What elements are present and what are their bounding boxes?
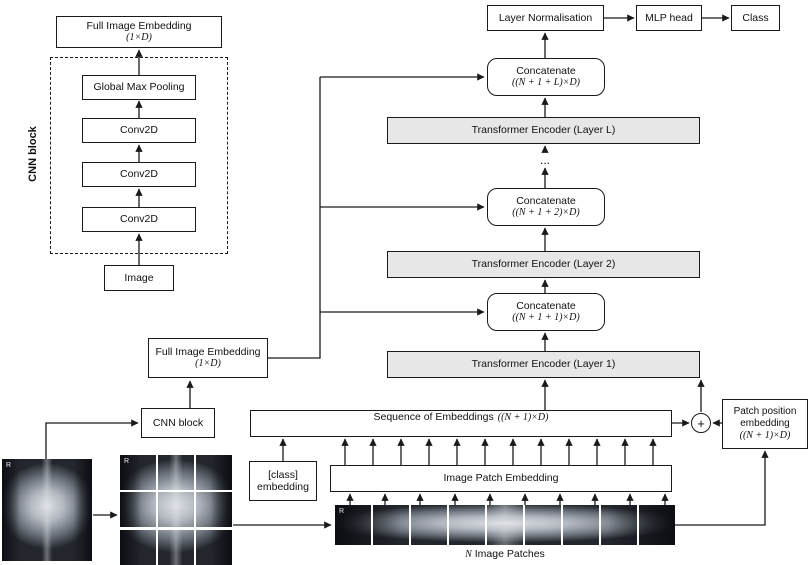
transformer-encoder-layer-l-box: Transformer Encoder (Layer L) [387,117,700,144]
box-title-2: embedding [257,481,309,493]
conv2d-box-2: Conv2D [82,162,196,187]
box-dim: ((N + 1 + 2)×D) [512,207,580,219]
box-title: Concatenate [516,194,576,207]
xray-patch-tile [158,455,194,490]
box-title: Sequence of Embeddings [373,411,494,423]
patch-tile [449,505,485,545]
box-title: Transformer Encoder (Layer 2) [471,258,616,271]
xray-patch-grid: R [120,455,232,565]
box-title: CNN block [152,416,204,429]
xray-patch-tile: R [120,455,156,490]
mlp-head-box: MLP head [636,5,702,31]
cnn-block-dashed-container [50,57,228,254]
box-dim: ((N + 1 + 1)×D) [512,312,580,324]
patch-tile [411,505,447,545]
box-title-2: embedding [740,418,790,430]
cnn-block-rotated-label: CNN block [27,126,39,182]
patch-tile [601,505,637,545]
xray-patch-tile [158,492,194,528]
image-input-box: Image [104,265,174,291]
conv2d-box-3: Conv2D [82,207,196,232]
box-title: Concatenate [516,64,576,77]
xray-r-marker: R [339,508,345,515]
add-position-embedding-node: + [691,413,711,433]
box-title: Image [124,271,154,284]
box-title: Concatenate [516,299,576,312]
box-title: Full Image Embedding [86,19,192,32]
box-dim: (1×D) [195,358,221,370]
n-image-patches-label: N Image Patches [335,548,675,560]
patch-tile [373,505,409,545]
class-output-box: Class [731,5,780,31]
box-dim: ((N + 1)×D) [739,429,791,441]
xray-patch-tile [196,492,232,528]
concatenate-layer-2-box: Concatenate ((N + 1 + 2)×D) [487,188,605,226]
box-dim: ((N + 1 + L)×D) [511,77,581,89]
layer-label: Conv2D [120,124,158,137]
box-title: Full Image Embedding [155,345,261,358]
layer-normalisation-box: Layer Normalisation [487,5,604,31]
patch-tile [487,505,523,545]
patch-tile [525,505,561,545]
box-dim: ((N + 1)×D) [497,412,549,423]
xray-patch-tile [196,455,232,490]
label-math: N [465,549,472,560]
xray-r-marker: R [124,458,130,465]
box-title: Class [742,11,769,24]
chest-xray-image: R [2,459,92,561]
label-text: Image Patches [471,548,545,560]
xray-patch-tile [158,529,194,565]
concatenate-layer-1-box: Concatenate ((N + 1 + 1)×D) [487,293,605,331]
global-max-pooling-box: Global Max Pooling [82,75,196,100]
box-title: MLP head [645,11,693,24]
patch-tile [639,505,675,545]
layer-label: Conv2D [120,213,158,226]
box-title: Transformer Encoder (Layer 1) [471,358,616,371]
full-image-embedding-mid-box: Full Image Embedding (1×D) [148,338,268,378]
xray-patch-tile [120,492,156,528]
image-patch-embedding-box: Image Patch Embedding [330,465,672,492]
transformer-encoder-layer-1-box: Transformer Encoder (Layer 1) [387,351,700,378]
transformer-encoder-layer-2-box: Transformer Encoder (Layer 2) [387,251,700,278]
full-image-embedding-output-box: Full Image Embedding (1×D) [56,16,222,48]
patch-tile [563,505,599,545]
cnn-block-box: CNN block [141,408,215,438]
sequence-of-embeddings-box: Sequence of Embeddings ((N + 1)×D) [250,410,672,437]
layer-label: Global Max Pooling [93,81,185,94]
box-title: Patch position [733,406,797,418]
layer-label: Conv2D [120,168,158,181]
patch-strip: R [335,505,675,545]
box-dim: (1×D) [126,32,152,44]
box-title: Layer Normalisation [498,11,593,24]
wire-group [45,14,769,529]
xray-r-marker: R [6,462,12,469]
patch-position-embedding-box: Patch position embedding ((N + 1)×D) [722,399,808,449]
ellipsis-layers: ... [539,153,550,167]
xray-patch-tile [196,529,232,565]
box-title: [class] [268,468,298,481]
concatenate-layer-l-box: Concatenate ((N + 1 + L)×D) [487,58,605,96]
box-title: Image Patch Embedding [443,472,559,485]
conv2d-box-1: Conv2D [82,118,196,143]
xray-patch-tile [120,529,156,565]
box-title: Transformer Encoder (Layer L) [471,124,616,137]
patch-tile: R [335,505,371,545]
class-embedding-box: [class] embedding [249,461,317,501]
